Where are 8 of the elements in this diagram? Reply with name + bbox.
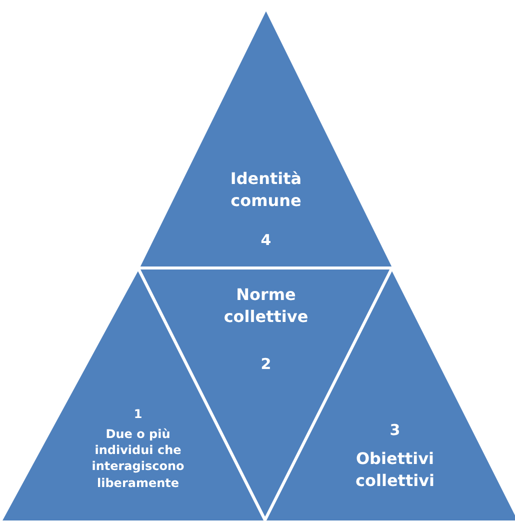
- segment-label: Identità comune: [229, 168, 303, 212]
- segment-label: Obiettivi collettivi: [354, 448, 436, 492]
- segment-number: 4: [260, 230, 272, 250]
- segment-number: 2: [260, 354, 272, 374]
- segment-label: Norme collettive: [222, 284, 310, 328]
- segment-number: 1: [132, 406, 144, 422]
- segment-number: 3: [388, 420, 402, 440]
- segment-label: Due o più individui che interagiscono liberamente: [90, 426, 186, 491]
